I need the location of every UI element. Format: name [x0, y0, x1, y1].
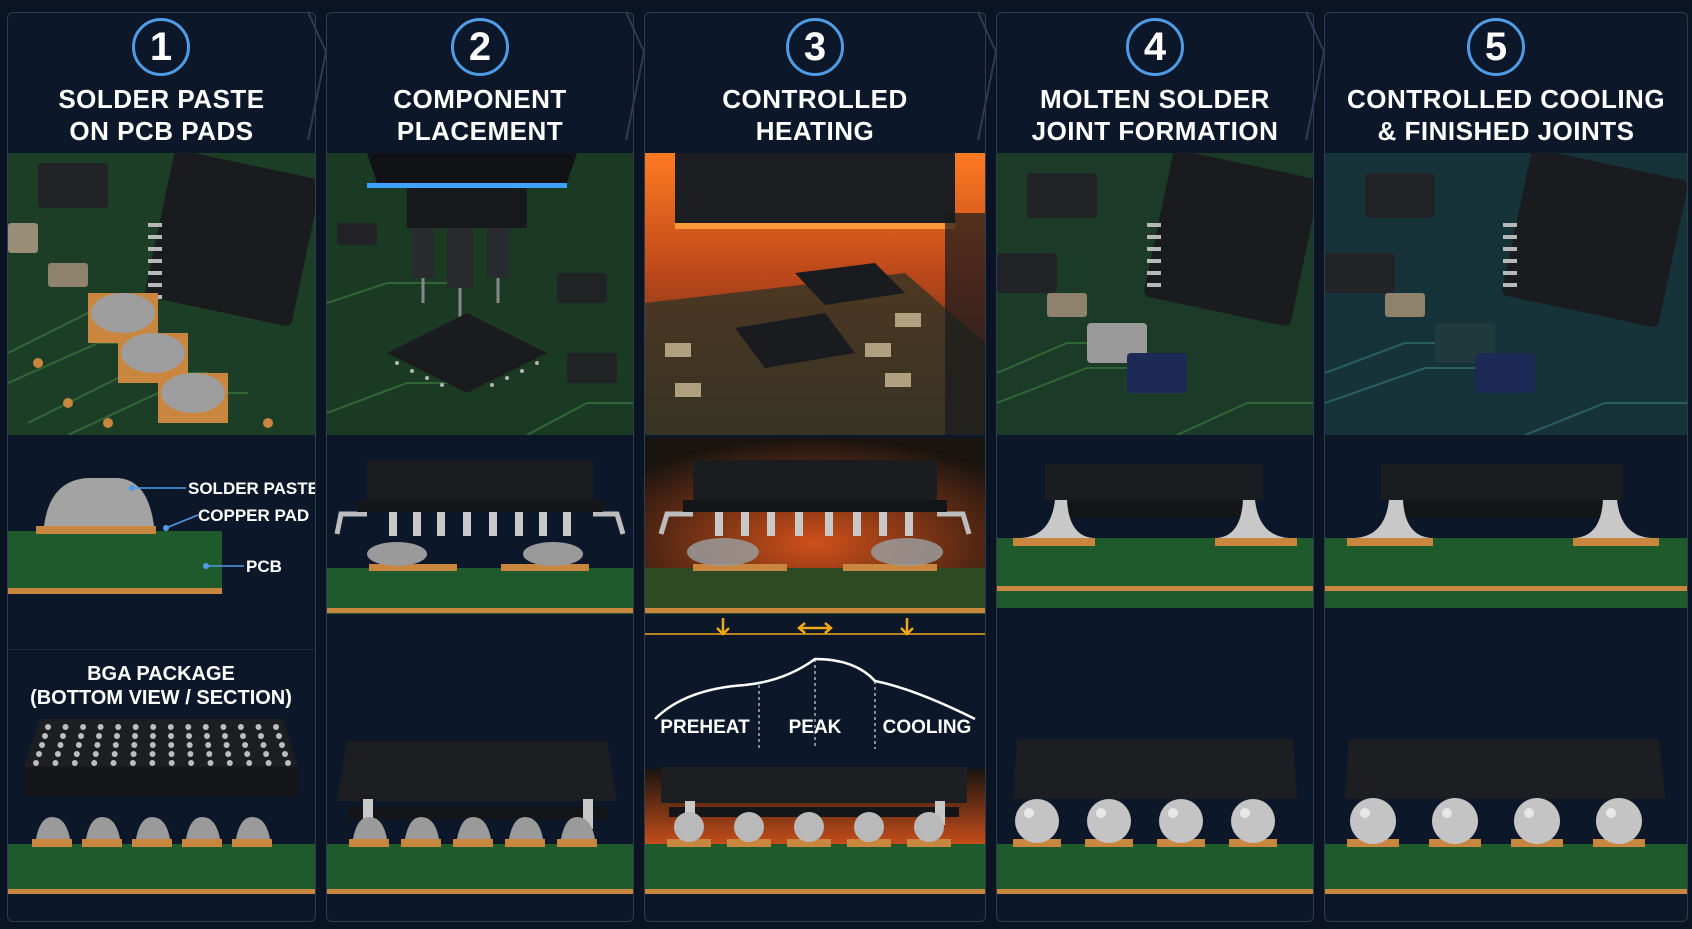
molten-joint-cross-section	[997, 438, 1313, 648]
step-panel-3: 3 CONTROLLED HEATING	[644, 12, 986, 922]
reflow-oven-photo-icon	[645, 153, 985, 435]
chevron-right-icon	[625, 11, 646, 141]
step-title: CONTROLLED COOLING & FINISHED JOINTS	[1325, 83, 1687, 147]
callout-solder-paste: SOLDER PASTE	[188, 479, 315, 498]
pcb-solder-paste-photo-icon	[8, 153, 315, 435]
chevron-right-icon	[1305, 11, 1326, 141]
step-panel-4: 4 MOLTEN SOLDER JOINT FORMATION	[996, 12, 1314, 922]
finished-bga-section	[1325, 649, 1687, 921]
step-title-line-1: CONTROLLED	[722, 84, 908, 114]
callout-copper-pad: COPPER PAD	[198, 506, 309, 525]
profile-preheat-label: PREHEAT	[660, 717, 750, 738]
step-title: MOLTEN SOLDER JOINT FORMATION	[997, 83, 1313, 147]
step-title-line-2: ON PCB PADS	[69, 116, 254, 146]
bga-placement-section	[327, 649, 633, 921]
step-panel-1: 1 SOLDER PASTE ON PCB PADS	[7, 12, 316, 922]
chevron-right-icon	[307, 11, 328, 141]
step-title: COMPONENT PLACEMENT	[327, 83, 633, 147]
bga-title-line-1: BGA PACKAGE	[87, 663, 235, 685]
profile-cooling-label: COOLING	[883, 717, 972, 738]
step-title-line-2: HEATING	[755, 116, 875, 146]
callout-pcb: PCB	[246, 557, 282, 576]
step-number-badge: 1	[132, 18, 190, 76]
step-number-badge: 4	[1126, 18, 1184, 76]
placement-cross-section	[327, 438, 633, 648]
pick-and-place-photo-icon	[327, 153, 633, 435]
bga-package-section: BGA PACKAGE (BOTTOM VIEW / SECTION)	[8, 649, 315, 921]
step-panel-5: 5 CONTROLLED COOLING & FINISHED JOINTS	[1324, 12, 1688, 922]
step-title-line-2: & FINISHED JOINTS	[1377, 116, 1635, 146]
step-title-line-1: SOLDER PASTE	[58, 84, 265, 114]
step-title: SOLDER PASTE ON PCB PADS	[8, 83, 315, 147]
step-number-badge: 5	[1467, 18, 1525, 76]
step-number-badge: 2	[451, 18, 509, 76]
molten-bga-section	[997, 649, 1313, 921]
finished-board-photo-icon	[1325, 153, 1687, 435]
profile-peak-label: PEAK	[789, 717, 842, 738]
step-title-line-2: PLACEMENT	[396, 116, 564, 146]
finished-joint-cross-section	[1325, 438, 1687, 648]
heating-bga-section: PREHEAT PEAK COOLING	[645, 649, 985, 921]
step-title: CONTROLLED HEATING	[645, 83, 985, 147]
bga-title-line-2: (BOTTOM VIEW / SECTION)	[30, 687, 292, 709]
step-number-badge: 3	[786, 18, 844, 76]
solder-paste-cross-section: SOLDER PASTE COPPER PAD PCB	[8, 438, 315, 648]
step-panel-2: 2 COMPONENT PLACEMENT	[326, 12, 634, 922]
chevron-right-icon	[977, 11, 998, 141]
soldered-board-photo-icon	[997, 153, 1313, 435]
step-title-line-2: JOINT FORMATION	[1031, 116, 1279, 146]
step-title-line-1: MOLTEN SOLDER	[1040, 84, 1270, 114]
step-title-line-1: CONTROLLED COOLING	[1346, 84, 1666, 114]
heating-cross-section	[645, 438, 985, 648]
step-title-line-1: COMPONENT	[393, 84, 567, 114]
